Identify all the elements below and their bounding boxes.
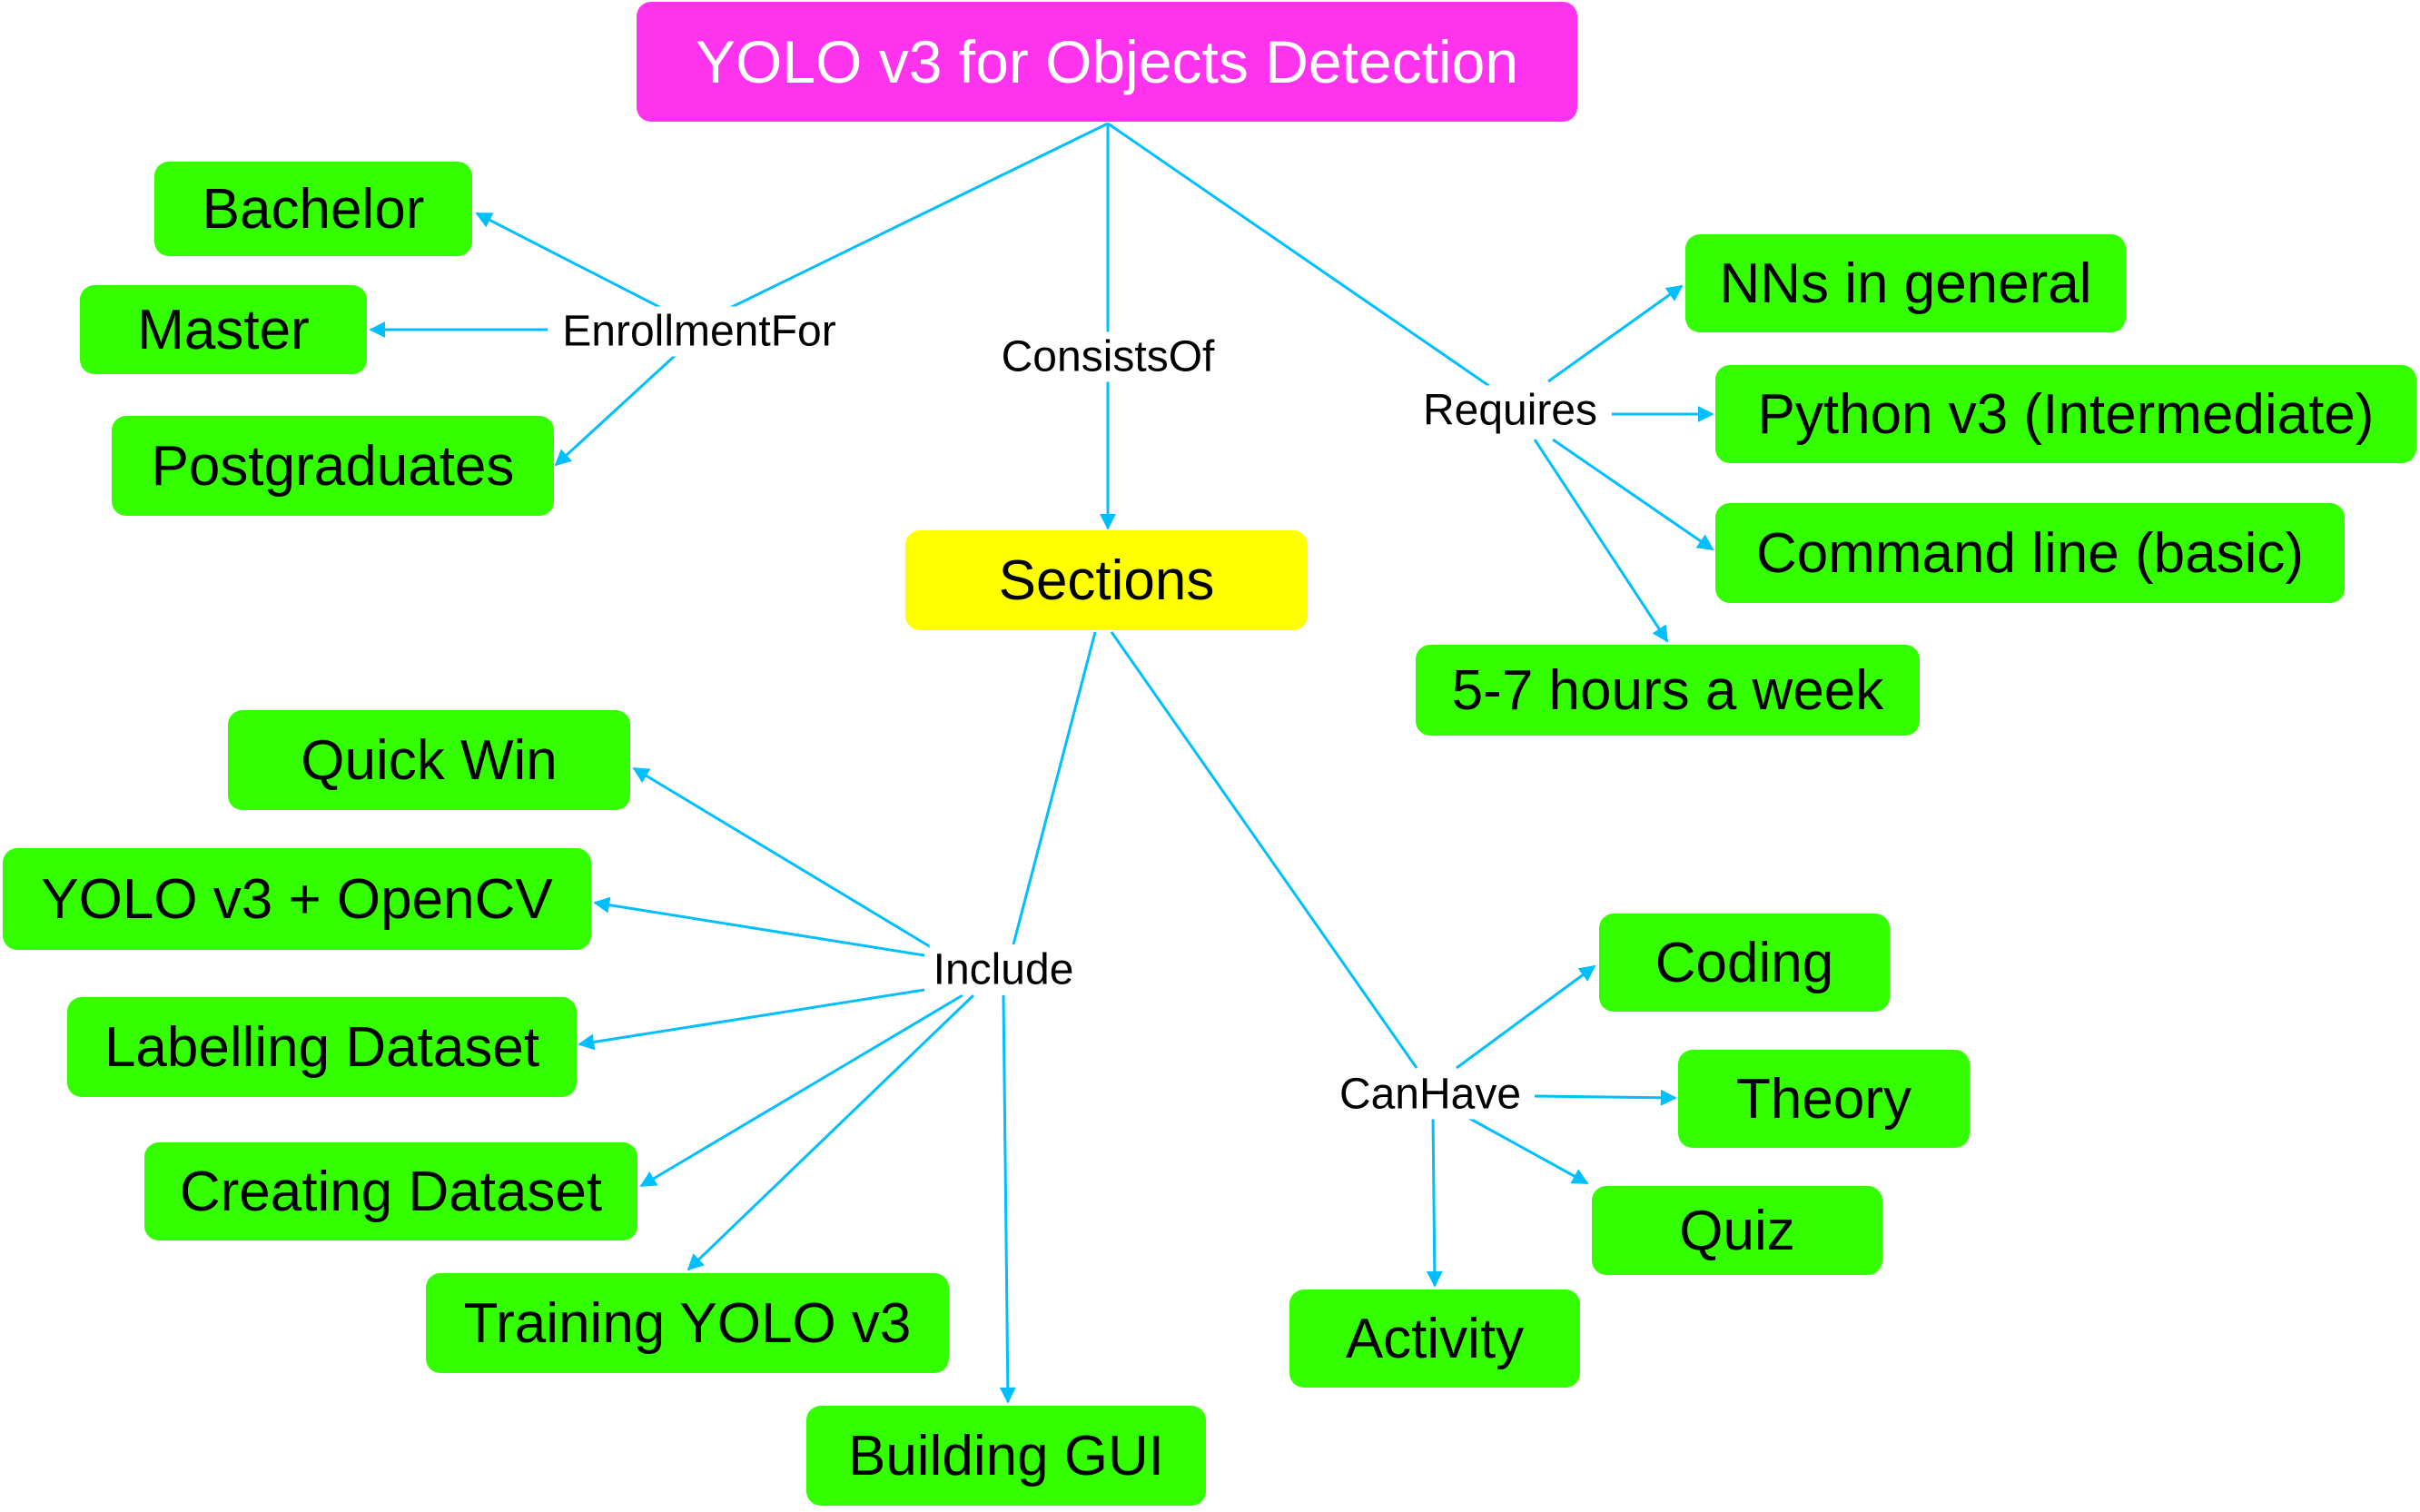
- node-labelling-dataset-text: Labelling Dataset: [104, 1015, 540, 1079]
- node-command-line-text: Command line (basic): [1756, 521, 2304, 585]
- node-building-gui: Building GUI: [806, 1406, 1206, 1506]
- edge-sections-include: [1012, 631, 1097, 945]
- label-include: Include: [929, 944, 1078, 995]
- node-hours-a-week: 5-7 hours a week: [1416, 645, 1920, 736]
- node-activity-text: Activity: [1345, 1307, 1525, 1370]
- edge-include-creating: [639, 993, 963, 1188]
- node-theory-text: Theory: [1736, 1067, 1911, 1131]
- node-quick-win: Quick Win: [228, 710, 630, 810]
- node-master: Master: [80, 285, 367, 374]
- node-quiz-text: Quiz: [1679, 1199, 1795, 1262]
- node-sections: Sections: [905, 530, 1308, 630]
- edge-include-training: [686, 993, 975, 1271]
- edge-include-gui: [999, 994, 1016, 1404]
- edge-include-quickwin: [632, 766, 954, 963]
- edge-canhave-coding: [1456, 964, 1596, 1070]
- node-yolo-opencv: YOLO v3 + OpenCV: [3, 848, 591, 950]
- node-creating-dataset-text: Creating Dataset: [179, 1160, 603, 1223]
- edge-canhave-quiz: [1461, 1112, 1589, 1185]
- node-quick-win-text: Quick Win: [301, 728, 558, 792]
- node-training-yolo-text: Training YOLO v3: [463, 1291, 912, 1355]
- label-enrollment-for: EnrollmentFor: [558, 306, 840, 357]
- node-quiz: Quiz: [1592, 1186, 1882, 1275]
- root-node-text: YOLO v3 for Objects Detection: [695, 28, 1519, 95]
- node-bachelor-text: Bachelor: [202, 177, 425, 241]
- node-coding-text: Coding: [1654, 931, 1834, 994]
- edge-include-labelling: [578, 988, 925, 1051]
- node-bachelor: Bachelor: [154, 162, 472, 256]
- edge-canhave-activity: [1426, 1113, 1443, 1288]
- edge-requires-cmd: [1552, 438, 1714, 551]
- node-postgraduates: Postgraduates: [112, 416, 554, 516]
- node-python-v3-text: Python v3 (Intermediate): [1757, 382, 2375, 446]
- node-yolo-opencv-text: YOLO v3 + OpenCV: [41, 867, 553, 931]
- node-postgraduates-text: Postgraduates: [151, 434, 515, 498]
- edge-include-yoloopencv: [593, 896, 925, 957]
- label-consists-of: ConsistsOf: [997, 331, 1219, 382]
- edge-canhave-theory: [1534, 1089, 1677, 1106]
- label-requires: Requires: [1418, 385, 1602, 436]
- node-python-v3: Python v3 (Intermediate): [1715, 365, 2416, 463]
- node-master-text: Master: [137, 298, 310, 361]
- node-creating-dataset: Creating Dataset: [144, 1142, 637, 1240]
- node-nns-in-general: NNs in general: [1685, 234, 2126, 332]
- root-node: YOLO v3 for Objects Detection: [637, 2, 1577, 122]
- edge-requires-hours: [1533, 439, 1669, 643]
- node-building-gui-text: Building GUI: [847, 1424, 1165, 1487]
- node-command-line: Command line (basic): [1715, 503, 2345, 603]
- edge-sections-canhave: [1110, 631, 1418, 1069]
- node-labelling-dataset: Labelling Dataset: [67, 997, 577, 1097]
- node-activity: Activity: [1289, 1290, 1580, 1388]
- node-nns-in-general-text: NNs in general: [1719, 252, 2092, 315]
- node-hours-a-week-text: 5-7 hours a week: [1451, 658, 1884, 722]
- edge-root-enrollment: [694, 122, 1109, 327]
- edge-requires-nns: [1547, 284, 1684, 383]
- node-coding: Coding: [1599, 914, 1890, 1012]
- node-sections-text: Sections: [998, 548, 1215, 612]
- edge-enrollment-postgrad: [554, 352, 678, 467]
- node-training-yolo: Training YOLO v3: [426, 1273, 949, 1373]
- label-can-have: CanHave: [1335, 1069, 1526, 1120]
- node-theory: Theory: [1678, 1050, 1970, 1148]
- edge-root-requires: [1107, 122, 1490, 388]
